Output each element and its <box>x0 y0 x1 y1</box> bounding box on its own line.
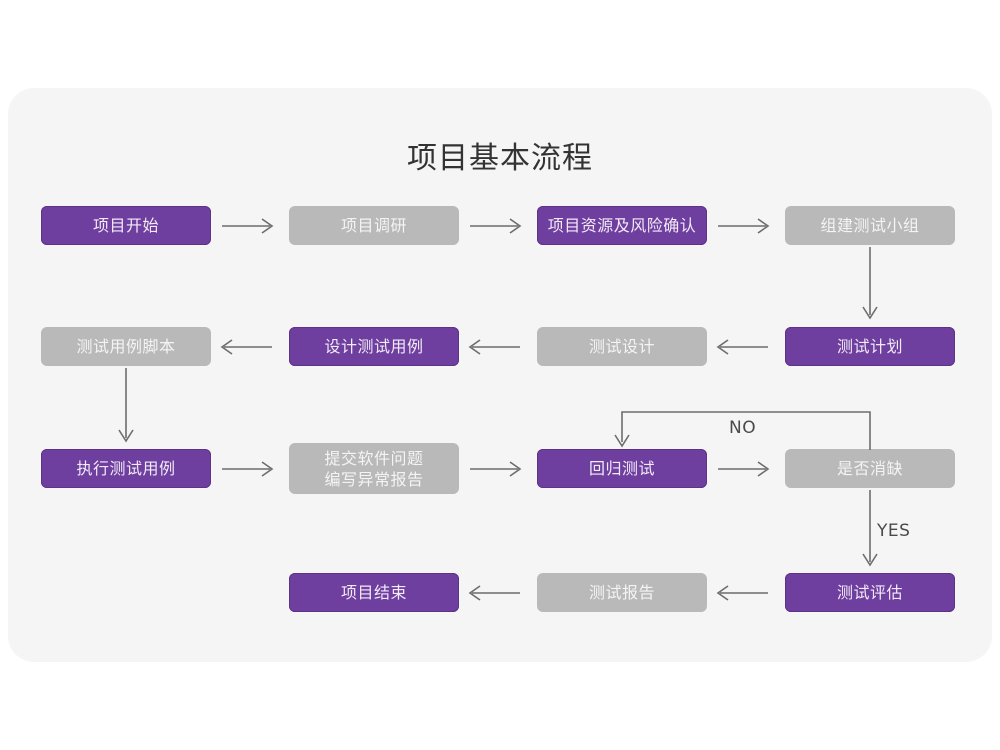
node-test-design[interactable]: 测试设计 <box>537 327 707 366</box>
arrow-submit-to-regression <box>470 461 522 477</box>
arrow-execute-to-submit <box>222 461 274 477</box>
node-project-end[interactable]: 项目结束 <box>289 573 459 612</box>
arrow-regression-to-cleared <box>718 461 770 477</box>
node-test-plan[interactable]: 测试计划 <box>785 327 955 366</box>
arrow-resource-to-team <box>718 218 770 234</box>
flowchart-card <box>8 88 992 662</box>
arrow-testplan-to-testdesign <box>716 339 768 355</box>
node-build-test-team[interactable]: 组建测试小组 <box>785 206 955 245</box>
arrow-research-to-resource <box>470 218 522 234</box>
node-testcase-script[interactable]: 测试用例脚本 <box>41 327 211 366</box>
arrow-report-to-end <box>468 585 520 601</box>
page-title: 项目基本流程 <box>407 141 593 176</box>
arrow-testdesign-to-designcase <box>468 339 520 355</box>
node-execute-testcase[interactable]: 执行测试用例 <box>41 449 211 488</box>
node-submit-defect-report[interactable]: 提交软件问题 编写异常报告 <box>289 443 459 494</box>
node-design-testcase[interactable]: 设计测试用例 <box>289 327 459 366</box>
node-regression-test[interactable]: 回归测试 <box>537 449 707 488</box>
node-test-evaluation[interactable]: 测试评估 <box>785 573 955 612</box>
arrow-no-loop <box>614 411 871 450</box>
node-test-report[interactable]: 测试报告 <box>537 573 707 612</box>
edge-label-no: NO <box>729 418 757 438</box>
arrow-yes-to-evaluation <box>862 490 878 567</box>
node-resource-risk-confirm[interactable]: 项目资源及风险确认 <box>537 206 707 245</box>
node-defect-cleared[interactable]: 是否消缺 <box>785 449 955 488</box>
arrow-team-to-test-plan <box>862 247 878 320</box>
arrow-script-to-execute <box>118 368 134 443</box>
arrow-design-to-script <box>220 339 272 355</box>
node-project-research[interactable]: 项目调研 <box>289 206 459 245</box>
arrow-start-to-research <box>222 218 274 234</box>
edge-label-yes: YES <box>877 521 911 541</box>
arrow-evaluation-to-report <box>716 585 768 601</box>
node-project-start[interactable]: 项目开始 <box>41 206 211 245</box>
